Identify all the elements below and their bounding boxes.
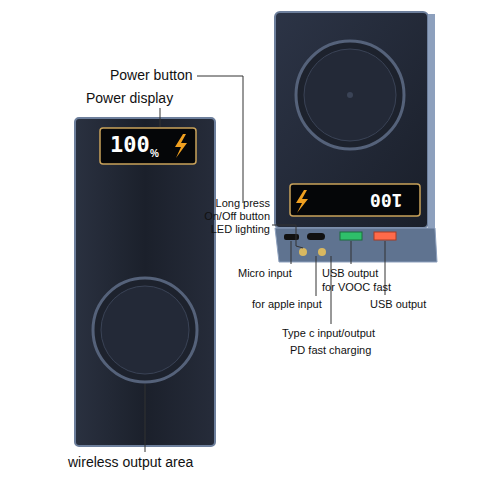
usb-port-green (340, 232, 362, 240)
part-label: for apple input (252, 298, 322, 310)
part-label: Micro input (238, 267, 292, 279)
leader-lines (145, 76, 385, 452)
wireless-ring (93, 278, 197, 382)
part-label: Power button (110, 68, 193, 83)
typec-port (307, 233, 325, 240)
part-label: USB output (370, 298, 426, 310)
wireless-pad (304, 49, 396, 141)
part-label: Long press (216, 197, 270, 209)
button (318, 248, 326, 256)
usb-port-orange (374, 232, 396, 240)
wireless-pad (101, 286, 189, 374)
left-display (100, 128, 196, 164)
lightning-icon (175, 134, 187, 158)
lightning-icon (296, 190, 308, 213)
part-label: Type c input/output (282, 327, 375, 339)
part-label: Power display (86, 91, 173, 106)
right-side (428, 14, 435, 228)
right-display (290, 184, 420, 216)
port-face (275, 228, 437, 262)
part-label: for VOOC fast (322, 281, 391, 293)
part-label: wireless output area (68, 455, 193, 470)
part-label: On/Off button (204, 210, 270, 222)
display-unit: % (150, 148, 159, 159)
button (299, 248, 307, 256)
micro-port (284, 234, 299, 240)
display-digits: 100 (110, 133, 150, 157)
part-label: LED lighting (211, 223, 270, 235)
wireless-ring (296, 41, 404, 149)
pad-dot (347, 92, 353, 98)
part-label: USB output (322, 267, 378, 279)
right-body (275, 12, 428, 228)
part-label: PD fast charging (290, 344, 371, 356)
display-digits: 100 (370, 190, 403, 210)
